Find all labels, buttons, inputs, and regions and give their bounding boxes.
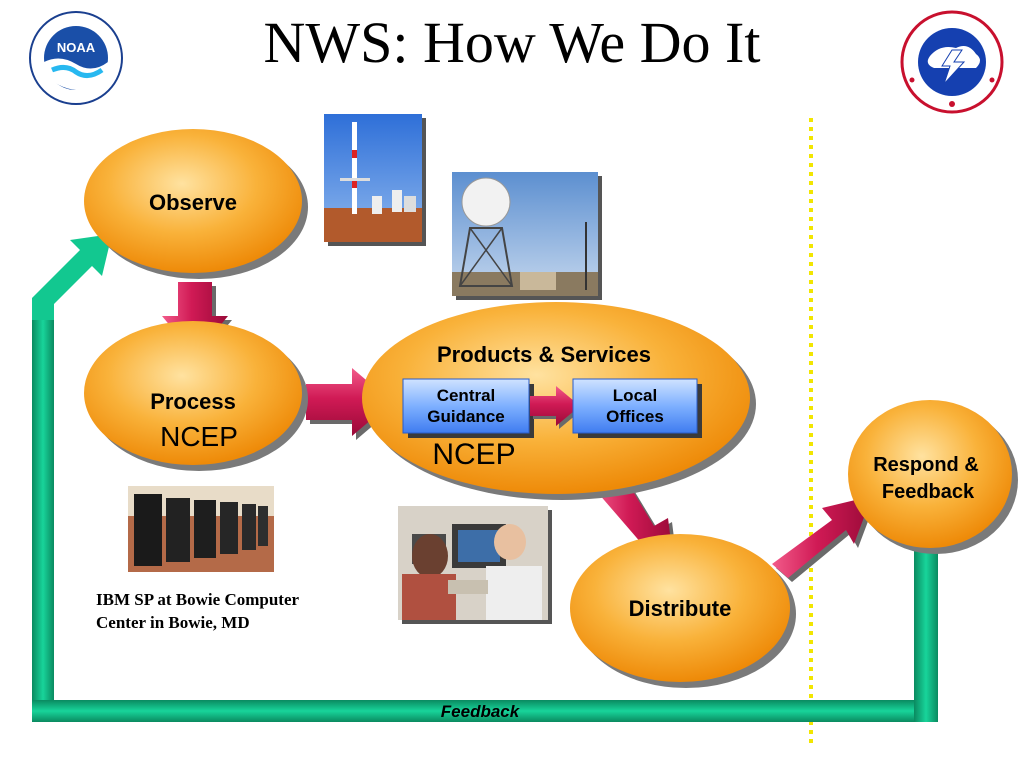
noaa-logo: NOAA [29,11,123,105]
page-title: NWS: How We Do It [263,10,761,75]
products-services-sublabel: NCEP [432,438,515,471]
distribute-node: Distribute [570,534,796,688]
feedback-label: Feedback [441,702,521,721]
ibm-sp-computer-photo [128,486,274,572]
arrow-distribute-to-respond [772,496,876,582]
feedback-loop [32,234,938,722]
photo-caption: IBM SP at Bowie Computer Center in Bowie… [96,588,346,634]
process-sublabel: NCEP [160,421,238,452]
distribute-label: Distribute [629,596,732,621]
noaa-logo-text: NOAA [57,40,96,55]
local-offices-line1: Local [613,386,657,405]
central-guidance-line1: Central [437,386,496,405]
local-offices-line2: Offices [606,407,664,426]
radar-tower-photo [452,172,602,300]
central-guidance-box: Central Guidance [402,378,534,438]
observe-label: Observe [149,190,237,215]
process-node: Process NCEP [84,321,308,471]
central-guidance-line2: Guidance [427,407,504,426]
nws-logo [900,10,1004,114]
caption-line2: Center in Bowie, MD [96,613,250,632]
observe-node: Observe [84,129,308,279]
respond-label-line2: Feedback [882,481,975,503]
local-offices-box: Local Offices [572,378,702,438]
arrow-central-to-local [530,386,583,429]
forecasters-photo [398,506,552,624]
observing-station-photo [324,114,426,246]
products-services-label: Products & Services [437,342,651,367]
process-label: Process [150,389,236,414]
caption-line1: IBM SP at Bowie Computer [96,590,300,609]
respond-label-line1: Respond & [873,454,979,476]
respond-feedback-node: Respond & Feedback [848,400,1018,554]
